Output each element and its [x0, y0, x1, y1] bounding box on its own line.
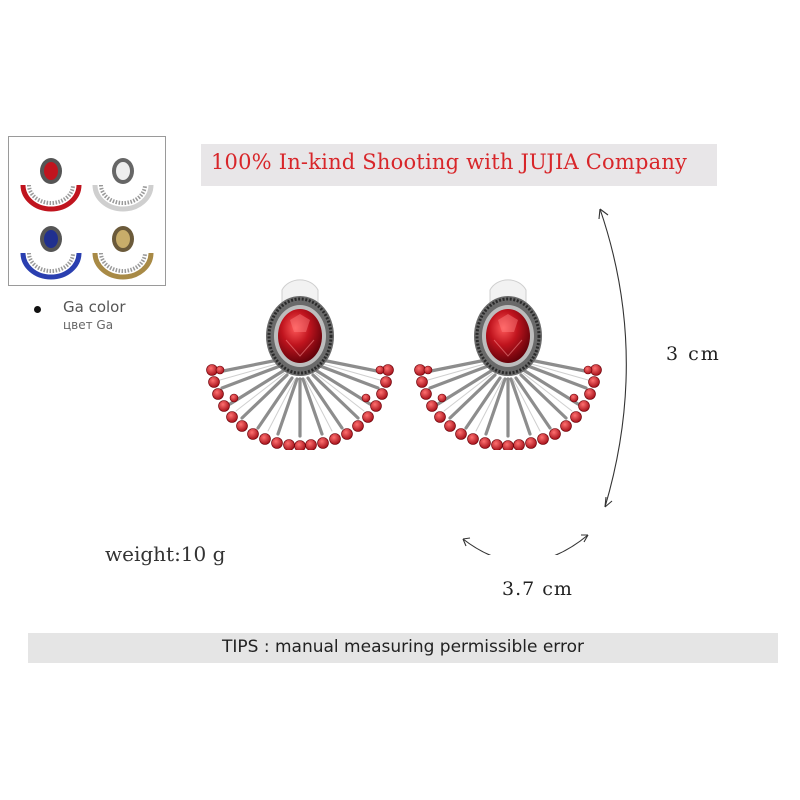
variant-images	[20, 158, 154, 280]
tips-text: TIPS : manual measuring permissible erro…	[222, 637, 584, 657]
variant-clear[interactable]	[92, 158, 154, 212]
color-option-label-ru: цвет Ga	[63, 318, 114, 332]
width-dimension-label: 3.7 cm	[502, 578, 573, 600]
bullet-icon	[34, 306, 41, 313]
weight-label: weight:10 g	[105, 542, 226, 566]
tips-bar	[28, 633, 778, 663]
color-variants-thumbnail[interactable]	[8, 136, 166, 286]
banner-background	[201, 144, 717, 186]
banner-text: 100% In-kind Shooting with JUJIA Company	[211, 150, 688, 174]
measurement-arrows	[462, 208, 627, 555]
earring-left	[204, 278, 396, 454]
variant-red[interactable]	[20, 158, 82, 212]
variant-champagne[interactable]	[92, 226, 154, 280]
color-option-label: Ga color	[63, 298, 126, 316]
variant-blue[interactable]	[20, 226, 82, 280]
height-dimension-label: 3 cm	[666, 343, 721, 365]
color-option[interactable]: Ga color	[34, 298, 126, 316]
